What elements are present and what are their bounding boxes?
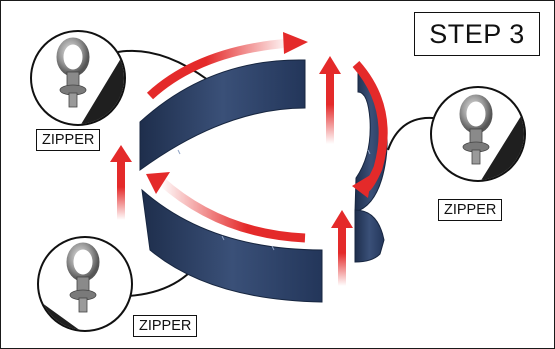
rotation-arrow-right-head bbox=[352, 174, 372, 198]
zipper-label-lower-left: ZIPPER bbox=[133, 315, 198, 337]
zipper-label-upper-left: ZIPPER bbox=[36, 129, 101, 151]
vertical-arrow-left-head bbox=[110, 145, 132, 162]
eyebolt-icon bbox=[459, 94, 493, 165]
zipper-label-right: ZIPPER bbox=[438, 199, 503, 221]
vertical-arrow-top bbox=[326, 72, 334, 144]
eyebolt-icon bbox=[56, 37, 90, 108]
eyebolt-callout-1 bbox=[30, 30, 126, 126]
back-panel bbox=[139, 59, 306, 171]
rotation-arrow-bottom bbox=[156, 176, 306, 243]
rotation-arrow-top bbox=[146, 38, 291, 100]
step-label: STEP 3 bbox=[414, 12, 540, 56]
vertical-arrow-top-head bbox=[319, 56, 341, 74]
eyebolt-callout-3 bbox=[430, 86, 526, 182]
connector-line-3 bbox=[387, 116, 434, 151]
rotation-arrow-bottom-head bbox=[146, 172, 170, 194]
vertical-arrow-bottom bbox=[338, 226, 346, 286]
eyebolt-callout-2 bbox=[37, 236, 133, 332]
eyebolt-icon bbox=[66, 242, 100, 313]
front-panel bbox=[141, 188, 323, 303]
rotation-arrow-top-head bbox=[283, 32, 308, 54]
vertical-arrow-bottom-head bbox=[331, 210, 353, 228]
right-lower-panel bbox=[354, 209, 385, 263]
seam-marks bbox=[177, 149, 371, 251]
connector-line-1 bbox=[117, 49, 209, 81]
vertical-arrow-left bbox=[117, 160, 125, 220]
